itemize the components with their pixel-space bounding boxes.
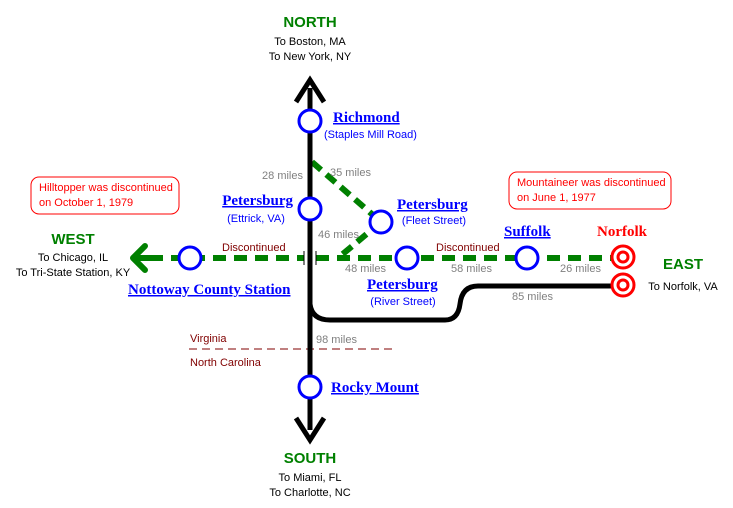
south-destination-2: To Charlotte, NC (269, 487, 350, 499)
petersburg-fleet-station-marker[interactable] (368, 209, 394, 235)
petersburg-river-station-link[interactable]: Petersburg (367, 277, 438, 293)
hilltopper-note-line1: Hilltopper was discontinued (39, 182, 173, 194)
main-trunk-line (293, 75, 327, 445)
north-arrow-icon (293, 75, 327, 104)
nottoway-station-link[interactable]: Nottoway County Station (128, 282, 291, 298)
north-destination-1: To Boston, MA (274, 36, 346, 48)
norfolk-terminal-marker-lower[interactable] (610, 272, 636, 298)
discontinued-west-line (130, 243, 305, 273)
norfolk-station-label: Norfolk (597, 224, 648, 240)
discontinued-east-label: Discontinued (436, 242, 500, 254)
distance-35: 35 miles (330, 167, 371, 179)
distance-58: 58 miles (451, 263, 492, 275)
distance-85: 85 miles (512, 291, 553, 303)
suffolk-station-link[interactable]: Suffolk (504, 224, 551, 240)
norfolk-branch-line (307, 283, 612, 323)
north-destination-2: To New York, NY (269, 51, 352, 63)
distance-46: 46 miles (318, 229, 359, 241)
east-destination-1: To Norfolk, VA (648, 281, 718, 293)
mountaineer-note-line2: on June 1, 1977 (517, 192, 596, 204)
distance-98: 98 miles (316, 334, 357, 346)
east-label: EAST (663, 256, 703, 273)
suffolk-station-marker[interactable] (514, 245, 540, 271)
petersburg-fleet-station-link[interactable]: Petersburg (397, 197, 468, 213)
north-label: NORTH (283, 14, 336, 31)
hilltopper-note: Hilltopper was discontinued on October 1… (30, 176, 180, 215)
west-label: WEST (51, 231, 94, 248)
norfolk-terminal-marker-upper[interactable] (610, 244, 636, 270)
mountaineer-note-line1: Mountaineer was discontinued (517, 177, 666, 189)
discontinued-west-label: Discontinued (222, 242, 286, 254)
nottoway-station-marker[interactable] (177, 245, 203, 271)
rocky-mount-station-link[interactable]: Rocky Mount (331, 380, 419, 396)
west-destination-2: To Tri-State Station, KY (16, 267, 131, 279)
west-destination-1: To Chicago, IL (38, 252, 108, 264)
distance-28: 28 miles (262, 170, 303, 182)
richmond-station-link[interactable]: Richmond (333, 110, 400, 126)
south-arrow-icon (293, 416, 327, 445)
distance-48: 48 miles (345, 263, 386, 275)
petersburg-fleet-station-sub: (Fleet Street) (402, 215, 466, 227)
south-label: SOUTH (284, 450, 337, 467)
petersburg-ettrick-station-sub: (Ettrick, VA) (227, 213, 285, 225)
distance-26: 26 miles (560, 263, 601, 275)
petersburg-river-station-sub: (River Street) (370, 296, 435, 308)
richmond-station-sub: (Staples Mill Road) (324, 129, 417, 141)
mountaineer-note: Mountaineer was discontinued on June 1, … (508, 171, 672, 210)
hilltopper-note-line2: on October 1, 1979 (39, 197, 133, 209)
richmond-station-marker[interactable] (297, 108, 323, 134)
discontinued-east-line (315, 251, 612, 265)
petersburg-river-station-marker[interactable] (394, 245, 420, 271)
south-destination-1: To Miami, FL (279, 472, 342, 484)
rocky-mount-station-marker[interactable] (297, 374, 323, 400)
petersburg-ettrick-station-link[interactable]: Petersburg (222, 193, 293, 209)
virginia-label: Virginia (190, 333, 227, 345)
north-carolina-label: North Carolina (190, 357, 262, 369)
west-arrow-icon (130, 243, 148, 273)
petersburg-ettrick-station-marker[interactable] (297, 196, 323, 222)
